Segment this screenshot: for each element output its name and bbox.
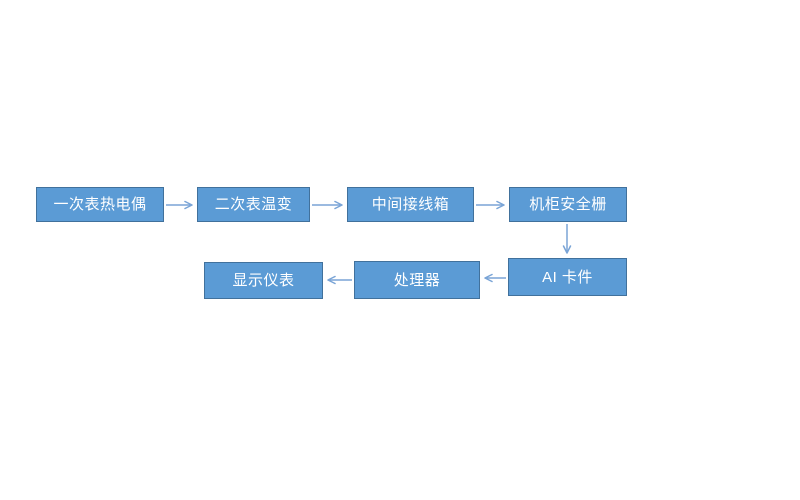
flow-node-primary-thermocouple: 一次表热电偶 [36,187,164,222]
flow-node-junction-box: 中间接线箱 [347,187,474,222]
flow-node-safety-barrier: 机柜安全栅 [509,187,627,222]
flow-node-processor: 处理器 [354,261,480,299]
flow-node-ai-card: AI 卡件 [508,258,627,296]
flow-node-display-instrument: 显示仪表 [204,262,323,299]
flow-node-secondary-transmitter: 二次表温变 [197,187,310,222]
